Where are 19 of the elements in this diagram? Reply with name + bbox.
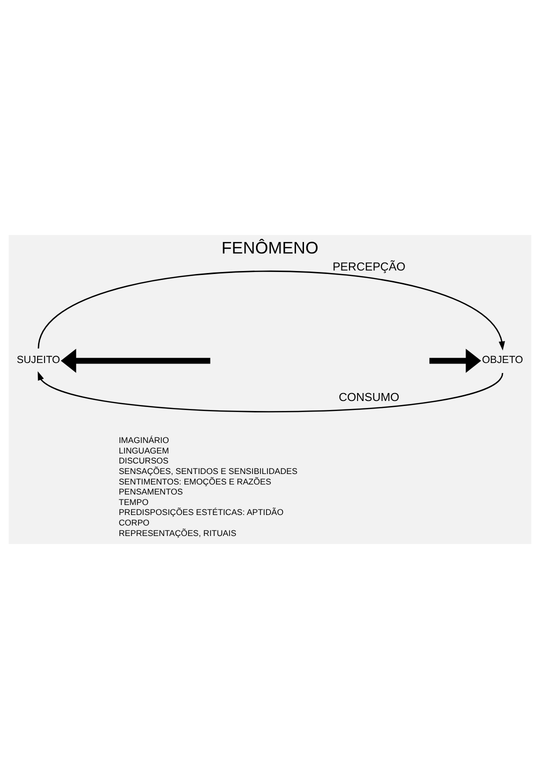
node-text: OBJETO bbox=[482, 354, 524, 366]
label: REPRESENTAÇÕES, RITUAIS bbox=[118, 527, 236, 538]
label: PREDISPOSIÇÕES ESTÉTICAS: APTIDÃO bbox=[118, 506, 284, 517]
label: IMAGINÁRIO bbox=[118, 434, 169, 444]
label: TEMPO bbox=[118, 496, 149, 506]
node-text: SUJEITO bbox=[16, 354, 60, 366]
label: SENTIMENTOS: EMOÇÕES E RAZÕES bbox=[118, 476, 272, 486]
label: CORPO bbox=[118, 517, 150, 528]
arrow bbox=[38, 270, 506, 350]
label: LINGUAGEM bbox=[118, 444, 169, 455]
label: SENSAÇÕES, SENTIDOS E SENSIBILIDADES bbox=[118, 465, 298, 476]
arrow bbox=[429, 348, 482, 372]
label: PENSAMENTOS bbox=[118, 486, 183, 496]
label: DISCURSOS bbox=[118, 455, 169, 466]
edge-label: PERCEPÇÃO bbox=[332, 260, 406, 274]
diagram-title: FENÔMENO bbox=[222, 238, 318, 258]
arrow bbox=[38, 370, 504, 412]
edge-label: CONSUMO bbox=[338, 390, 400, 404]
arrow bbox=[60, 348, 210, 372]
